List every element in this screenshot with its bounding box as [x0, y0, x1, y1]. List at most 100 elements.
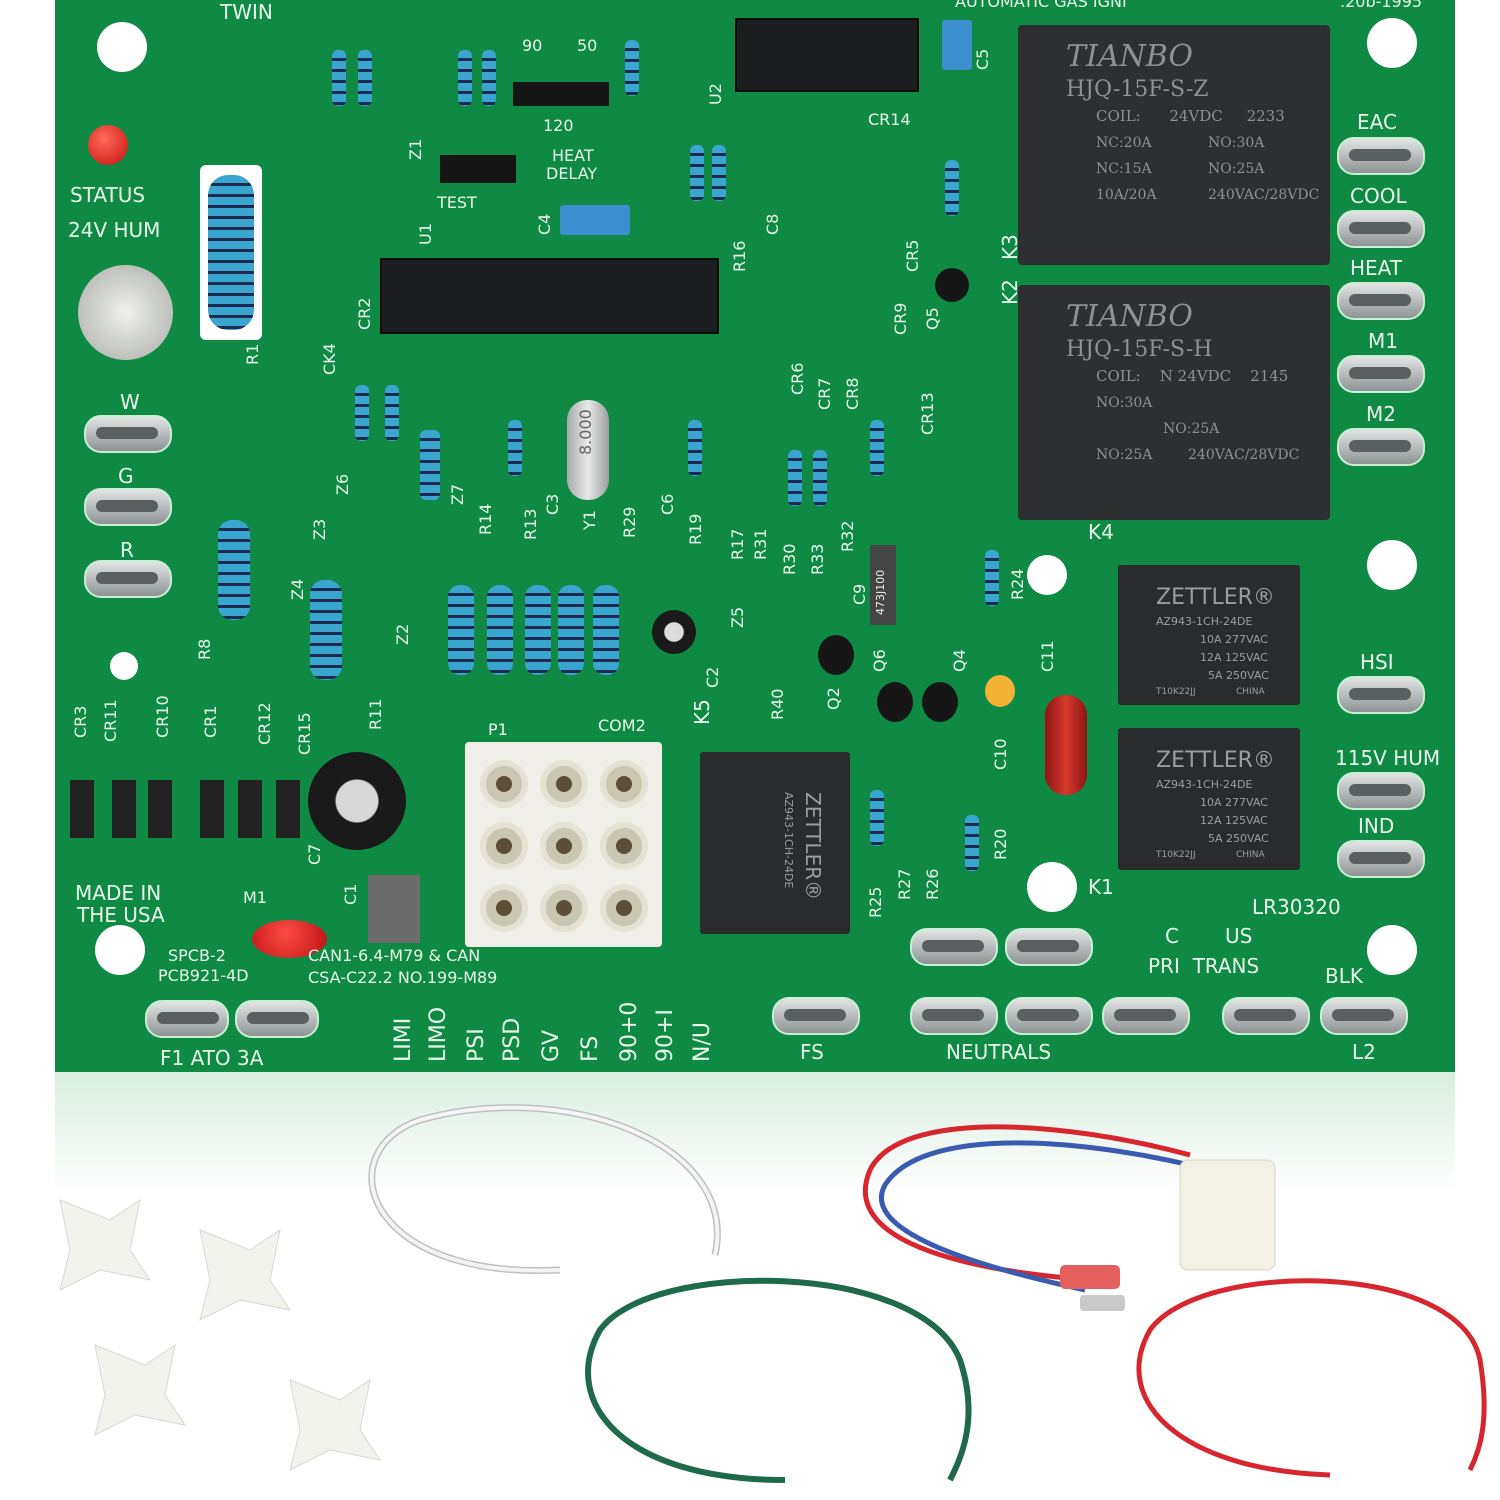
transistor-q6 [877, 682, 913, 722]
mounting-hole [1367, 540, 1417, 590]
standoff-clip [199, 1228, 292, 1321]
resistor [332, 50, 346, 106]
label-eac: EAC [1357, 110, 1397, 134]
transistor-q4 [922, 682, 958, 722]
label-g: G [118, 464, 134, 488]
label-24v-hum: 24V HUM [68, 218, 161, 242]
terminal-w[interactable] [84, 415, 172, 453]
label-status: STATUS [70, 183, 146, 207]
terminal-m1[interactable] [1337, 355, 1425, 393]
label-part-number: LR30320 [1252, 895, 1341, 919]
relay-rating: NO:30A [1096, 395, 1153, 411]
relay-rating: NO:25A [1208, 161, 1265, 177]
terminal-r[interactable] [84, 560, 172, 598]
diode-cr10 [148, 780, 172, 838]
jumper-blower-off[interactable] [513, 82, 609, 106]
label-csa-cert: CSA-C22.2 NO.199-M89 [308, 968, 498, 987]
relay-origin: CHINA [1236, 687, 1265, 697]
relay-model: AZ943-1CH-24DE [1156, 778, 1253, 791]
label-jumper-90: 90 [522, 36, 543, 55]
resistor [690, 145, 704, 201]
label-us: US [1225, 924, 1253, 948]
relay-rating: 240VAC/28VDC [1208, 187, 1320, 203]
board-header-standard: .20b-1995 [1340, 0, 1423, 11]
terminal-neutral[interactable] [910, 928, 998, 966]
diode-cr3 [70, 780, 94, 838]
terminal-heat[interactable] [1337, 282, 1425, 320]
label-heat: HEAT [1350, 256, 1403, 280]
standoff-clips [59, 1198, 382, 1471]
relay-rating: NO:25A [1096, 447, 1153, 463]
resistor [487, 585, 513, 675]
connector-pin [480, 760, 528, 808]
capacitor-c11 [1045, 695, 1087, 795]
terminal-m2[interactable] [1337, 428, 1425, 466]
capacitor-c10 [985, 675, 1015, 707]
electrolytic-capacitor-c2 [652, 610, 696, 654]
resistor [448, 585, 474, 675]
relay-rating: 10A 277VAC [1200, 796, 1268, 809]
varistor-m1 [252, 920, 327, 958]
label-blk: BLK [1325, 964, 1363, 988]
terminal-ind[interactable] [1337, 840, 1425, 878]
relay-k3: TIANBO HJQ-15F-S-Z COIL: 24VDC 2233 NC:2… [1018, 25, 1330, 265]
connector-pin [540, 822, 588, 870]
green-ground-wire [585, 1277, 972, 1483]
terminal-l2[interactable] [1320, 997, 1408, 1035]
label-m2: M2 [1366, 402, 1396, 426]
ic-u1-microcontroller [380, 258, 719, 334]
relay-rating: 5A 250VAC [1208, 832, 1269, 845]
mounting-hole [97, 22, 147, 72]
fuse-clip-left [145, 1000, 229, 1038]
crystal-y1 [567, 400, 609, 500]
terminal-115v-hum[interactable] [1337, 772, 1425, 810]
red-wire [1136, 1278, 1487, 1478]
relay-rating: 5A 250VAC [1208, 669, 1269, 682]
label-jumper-50: 50 [577, 36, 598, 55]
resistor-r8 [218, 520, 250, 620]
resistor [688, 420, 702, 476]
resistor [482, 50, 496, 106]
terminal-cool[interactable] [1337, 210, 1425, 248]
relay-brand: TIANBO [1066, 299, 1193, 334]
electrolytic-capacitor-c7 [308, 752, 406, 850]
label-heat: HEAT [552, 146, 594, 165]
red-blue-harness [862, 1124, 1276, 1311]
diode-cr11 [112, 780, 136, 838]
terminal-neutral[interactable] [910, 997, 998, 1035]
resistor [508, 420, 522, 476]
label-jumper-120: 120 [543, 116, 574, 135]
terminal-neutral[interactable] [1005, 928, 1093, 966]
terminal-neutral[interactable] [1005, 997, 1093, 1035]
diode-cr15 [276, 780, 300, 838]
terminal-pri-trans-us[interactable] [1222, 997, 1310, 1035]
relay-k2: TIANBO HJQ-15F-S-H COIL: N 24VDC 2145 NO… [1018, 285, 1330, 520]
label-pri-trans: PRI TRANS [1148, 954, 1260, 978]
terminal-g[interactable] [84, 488, 172, 526]
label-twin: TWIN [220, 0, 273, 24]
label-com2: COM2 [598, 716, 646, 735]
white-jumper-wire [368, 1104, 721, 1275]
designator: K4 [1088, 520, 1114, 544]
terminal-pri-trans-c[interactable] [1102, 997, 1190, 1035]
relay-origin: CHINA [1236, 850, 1265, 860]
transistor-q2 [818, 635, 854, 675]
label-r: R [120, 538, 134, 562]
molex-plug [1179, 1159, 1276, 1271]
relay-k1: ZETTLER® AZ943-1CH-24DE 10A 277VAC 12A 1… [1118, 728, 1300, 870]
capacitor-c1 [368, 875, 420, 943]
mounting-hole [1367, 925, 1417, 975]
label-can-cert: CAN1-6.4-M79 & CAN [308, 946, 481, 965]
terminal-eac[interactable] [1337, 137, 1425, 175]
resistor [870, 420, 884, 476]
terminal-hsi[interactable] [1337, 676, 1425, 714]
relay-model: AZ943-1CH-24DE [1156, 615, 1253, 628]
connector-pin [480, 884, 528, 932]
label-the-usa: THE USA [77, 903, 165, 927]
jumper-test[interactable] [440, 155, 516, 183]
terminal-fs[interactable] [772, 997, 860, 1035]
relay-brand: TIANBO [1066, 39, 1193, 74]
fuse-clip-right [235, 1000, 319, 1038]
relay-code: T10K22JJ [1156, 850, 1196, 860]
